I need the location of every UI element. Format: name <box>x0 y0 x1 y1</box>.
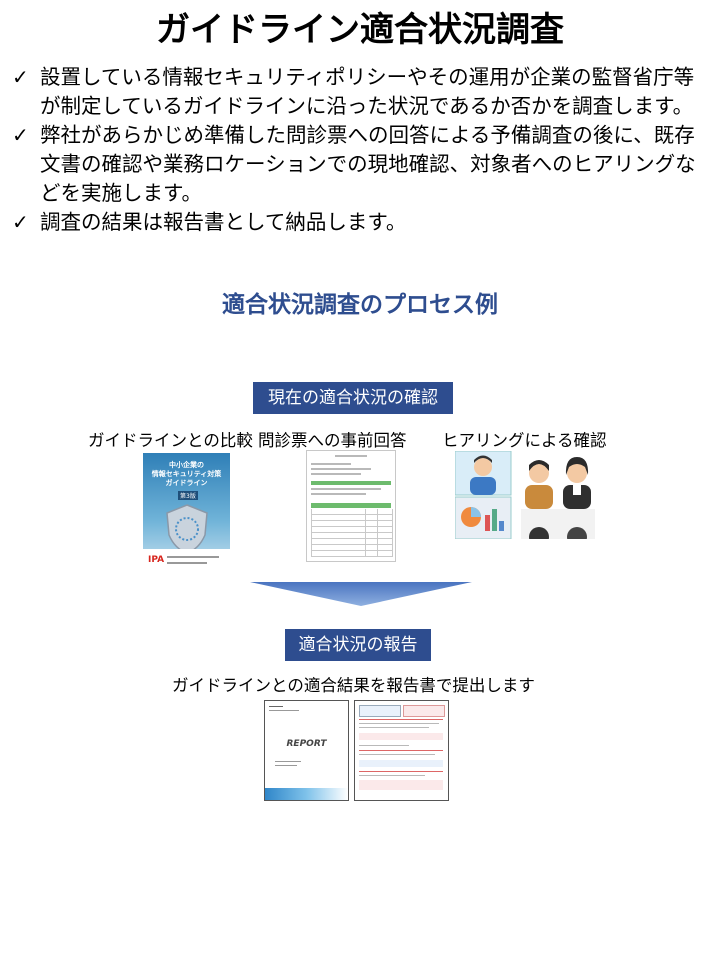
bullet-item: ✓ 調査の結果は報告書として納品します。 <box>12 208 712 237</box>
interview-people-image <box>455 451 595 539</box>
report-word: REPORT <box>286 739 327 749</box>
cover-line2: 情報セキュリティ対策 <box>151 470 222 478</box>
cover-line3: ガイドライン <box>165 479 208 487</box>
questionnaire-document-image <box>306 450 396 562</box>
down-arrow-icon <box>250 582 472 606</box>
report-caption: ガイドラインとの適合結果を報告書で提出します <box>172 676 535 695</box>
step1-label-box: 現在の適合状況の確認 <box>253 382 453 414</box>
interview-icon <box>455 451 595 539</box>
cover-edition: 第3版 <box>178 491 198 500</box>
report-cover-image: REPORT <box>264 700 349 801</box>
step2-label-box: 適合状況の報告 <box>285 629 431 661</box>
check-icon: ✓ <box>12 210 29 234</box>
item-label-interview: ヒアリングによる確認 <box>442 431 607 450</box>
guideline-book-image: 中小企業の 情報セキュリティ対策 ガイドライン 第3版 IPA <box>143 453 230 575</box>
report-page-image <box>354 700 449 801</box>
page-title: ガイドライン適合状況調査 <box>156 10 564 50</box>
bullet-list: ✓ 設置している情報セキュリティポリシーやその運用が企業の監督省庁等が制定してい… <box>12 63 712 237</box>
check-icon: ✓ <box>12 123 29 147</box>
bullet-text: 弊社があらかじめ準備した問診票への回答による予備調査の後に、既存文書の確認や業務… <box>40 123 696 205</box>
bullet-text: 調査の結果は報告書として納品します。 <box>40 210 407 234</box>
process-subtitle: 適合状況調査のプロセス例 <box>222 292 498 318</box>
cover-line1: 中小企業の <box>169 461 204 469</box>
bullet-text: 設置している情報セキュリティポリシーやその運用が企業の監督省庁等が制定しているガ… <box>40 65 695 118</box>
item-label-guideline: ガイドラインとの比較 <box>88 431 253 450</box>
ipa-logo: IPA <box>148 555 165 565</box>
bullet-item: ✓ 設置している情報セキュリティポリシーやその運用が企業の監督省庁等が制定してい… <box>12 63 712 121</box>
check-icon: ✓ <box>12 65 29 89</box>
shield-icon <box>166 504 208 554</box>
item-label-questionnaire: 問診票への事前回答 <box>258 431 407 450</box>
bullet-item: ✓ 弊社があらかじめ準備した問診票への回答による予備調査の後に、既存文書の確認や… <box>12 121 712 208</box>
